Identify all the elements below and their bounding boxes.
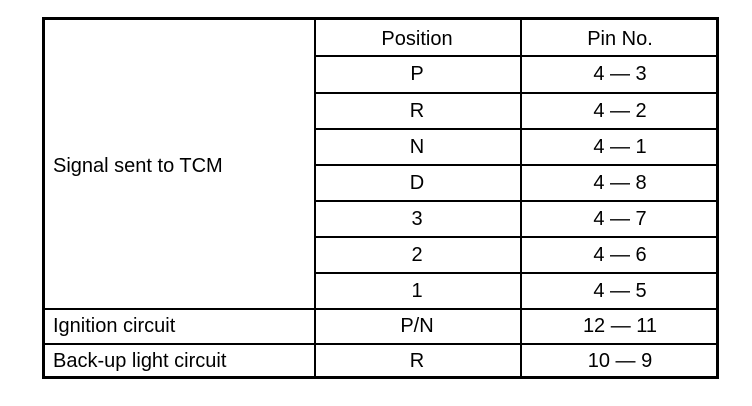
row-divider — [314, 200, 719, 202]
signal-pin: 4 — 2 — [593, 100, 647, 122]
header-pin-no: Pin No. — [587, 28, 653, 50]
signal-pin: 4 — 1 — [593, 136, 647, 158]
signal-position: R — [409, 100, 425, 122]
backup-light-pin: 10 — 9 — [587, 350, 653, 372]
row-divider — [314, 164, 719, 166]
row-label-ignition: Ignition circuit — [53, 315, 176, 337]
signal-position: 3 — [411, 208, 423, 230]
signal-pin: 4 — 5 — [593, 280, 647, 302]
row-divider — [314, 55, 719, 57]
signal-pin: 4 — 7 — [593, 208, 647, 230]
signal-pin: 4 — 6 — [593, 244, 647, 266]
signal-pin: 4 — 3 — [593, 63, 647, 85]
signal-position: N — [409, 136, 425, 158]
column-divider-label — [314, 17, 316, 309]
header-position: Position — [381, 28, 453, 50]
signal-position: P — [410, 63, 424, 85]
row-divider — [314, 92, 719, 94]
row-label-backup-light: Back-up light circuit — [53, 350, 227, 372]
group-label-signal: Signal sent to TCM — [53, 155, 223, 177]
row-divider — [314, 236, 719, 238]
signal-position: D — [409, 172, 425, 194]
backup-light-position: R — [409, 350, 425, 372]
column-divider-position — [520, 17, 522, 379]
ignition-position: P/N — [400, 315, 434, 337]
row-divider — [314, 128, 719, 130]
row-divider-full — [42, 308, 719, 310]
pin-table — [42, 17, 719, 379]
signal-position: 2 — [411, 244, 423, 266]
signal-position: 1 — [411, 280, 423, 302]
row-divider — [314, 272, 719, 274]
row-divider-full — [42, 343, 719, 345]
ignition-pin: 12 — 11 — [582, 315, 658, 337]
signal-pin: 4 — 8 — [593, 172, 647, 194]
